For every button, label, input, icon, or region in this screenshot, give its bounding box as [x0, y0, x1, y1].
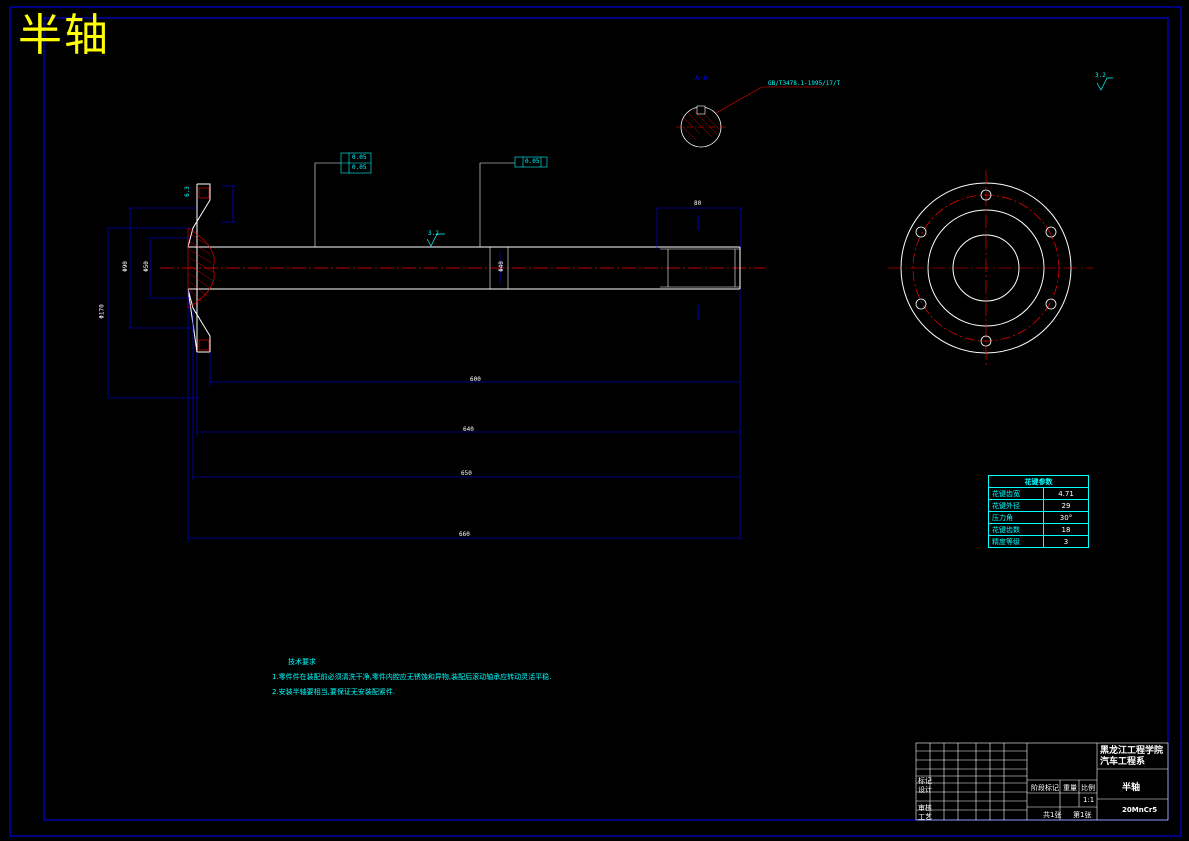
tolerance-value-3: 0.05: [525, 158, 540, 165]
tech-note-line-1: 1.零件件在装配前必须清洗干净,零件内腔应无锈蚀和异物,装配后滚动轴承应转动灵活…: [272, 673, 552, 681]
param-label: 花键外径: [988, 499, 1044, 512]
dim-text-flange-dia: Φ170: [98, 304, 106, 319]
table-row: 花键外径 29: [988, 499, 1089, 512]
title-block-scale: 1:1: [1083, 796, 1095, 804]
title-block-part-name: 半轴: [1122, 783, 1141, 793]
title-block-design: 设计: [918, 786, 932, 794]
dimension-lines: [107, 185, 742, 542]
technical-notes: 技术要求 1.零件件在装配前必须清洗干净,零件内腔应无锈蚀和异物,装配后滚动轴承…: [272, 655, 551, 700]
table-row: 精度等级 3: [988, 535, 1089, 548]
title-block-sheets-total: 共1张: [1043, 811, 1062, 819]
table-row: 压力角 30°: [988, 511, 1089, 524]
spline-params-table: 花键参数 花键齿宽 4.71 花键外径 29 压力角 30° 花键齿数 18 精…: [988, 475, 1089, 548]
dim-text-len1: 600: [470, 376, 481, 383]
param-value: 18: [1043, 523, 1089, 536]
dim-text-len2: 640: [463, 426, 474, 433]
title-block-mark: 标记: [918, 777, 932, 785]
title-block-stage-label: 阶段标记: [1031, 784, 1059, 792]
tolerance-leaders: [314, 162, 515, 247]
title-block-sheet-no: 第1张: [1073, 811, 1092, 819]
dim-text-len3: 650: [461, 470, 472, 477]
param-label: 压力角: [988, 511, 1044, 524]
section-a-a-view: [676, 86, 822, 148]
title-block-school: 黑龙江工程学院汽车工程系: [1100, 746, 1164, 767]
roughness-top-value: 3.2: [1095, 72, 1106, 79]
tolerance-value-1: 0.05: [352, 154, 367, 161]
tech-note-line-2: 2.安装半轴要相当,要保证无安装配紧件.: [272, 688, 396, 696]
shaft-main-view: [160, 183, 765, 353]
title-block-scale-label: 比例: [1081, 784, 1095, 792]
section-callout: GB/T3478.1-1995/17/T: [768, 80, 841, 87]
param-label: 花键齿宽: [988, 487, 1044, 500]
table-row: 花键齿数 18: [988, 523, 1089, 536]
param-value: 30°: [1043, 511, 1089, 524]
title-block-weight-label: 重量: [1063, 784, 1077, 792]
title-block-review: 审核: [918, 804, 932, 812]
drawing-frame: [43, 17, 1169, 821]
dim-text-hub-dia: Φ90: [121, 261, 129, 272]
roughness-flange-value: 6.3: [183, 186, 191, 197]
roughness-symbols: [426, 77, 1113, 247]
table-row: 花键齿宽 4.71: [988, 487, 1089, 500]
dim-text-spline-len: 80: [694, 200, 702, 207]
tolerance-value-2: 0.05: [352, 164, 367, 171]
drawing-title: 半轴: [18, 10, 110, 61]
flange-end-view: [888, 170, 1094, 366]
param-value: 29: [1043, 499, 1089, 512]
param-label: 花键齿数: [988, 523, 1044, 536]
roughness-mid-value: 3.2: [428, 230, 439, 237]
dim-text-len4: 660: [459, 531, 470, 538]
title-block-material: 20MnCr5: [1122, 806, 1158, 814]
param-label: 精度等级: [988, 535, 1044, 548]
params-table-header: 花键参数: [988, 475, 1089, 488]
tolerance-frames: [340, 152, 548, 174]
title-block-grid: [915, 742, 1169, 821]
dim-text-shaft-dia: Φ40: [497, 261, 505, 272]
dim-text-bore-dia: Φ50: [142, 261, 150, 272]
tech-notes-heading: 技术要求: [288, 658, 316, 666]
section-label: A-A: [695, 74, 708, 82]
param-value: 4.71: [1043, 487, 1089, 500]
sheet-border: [9, 6, 1182, 837]
param-value: 3: [1043, 535, 1089, 548]
title-block-process: 工艺: [918, 813, 932, 821]
